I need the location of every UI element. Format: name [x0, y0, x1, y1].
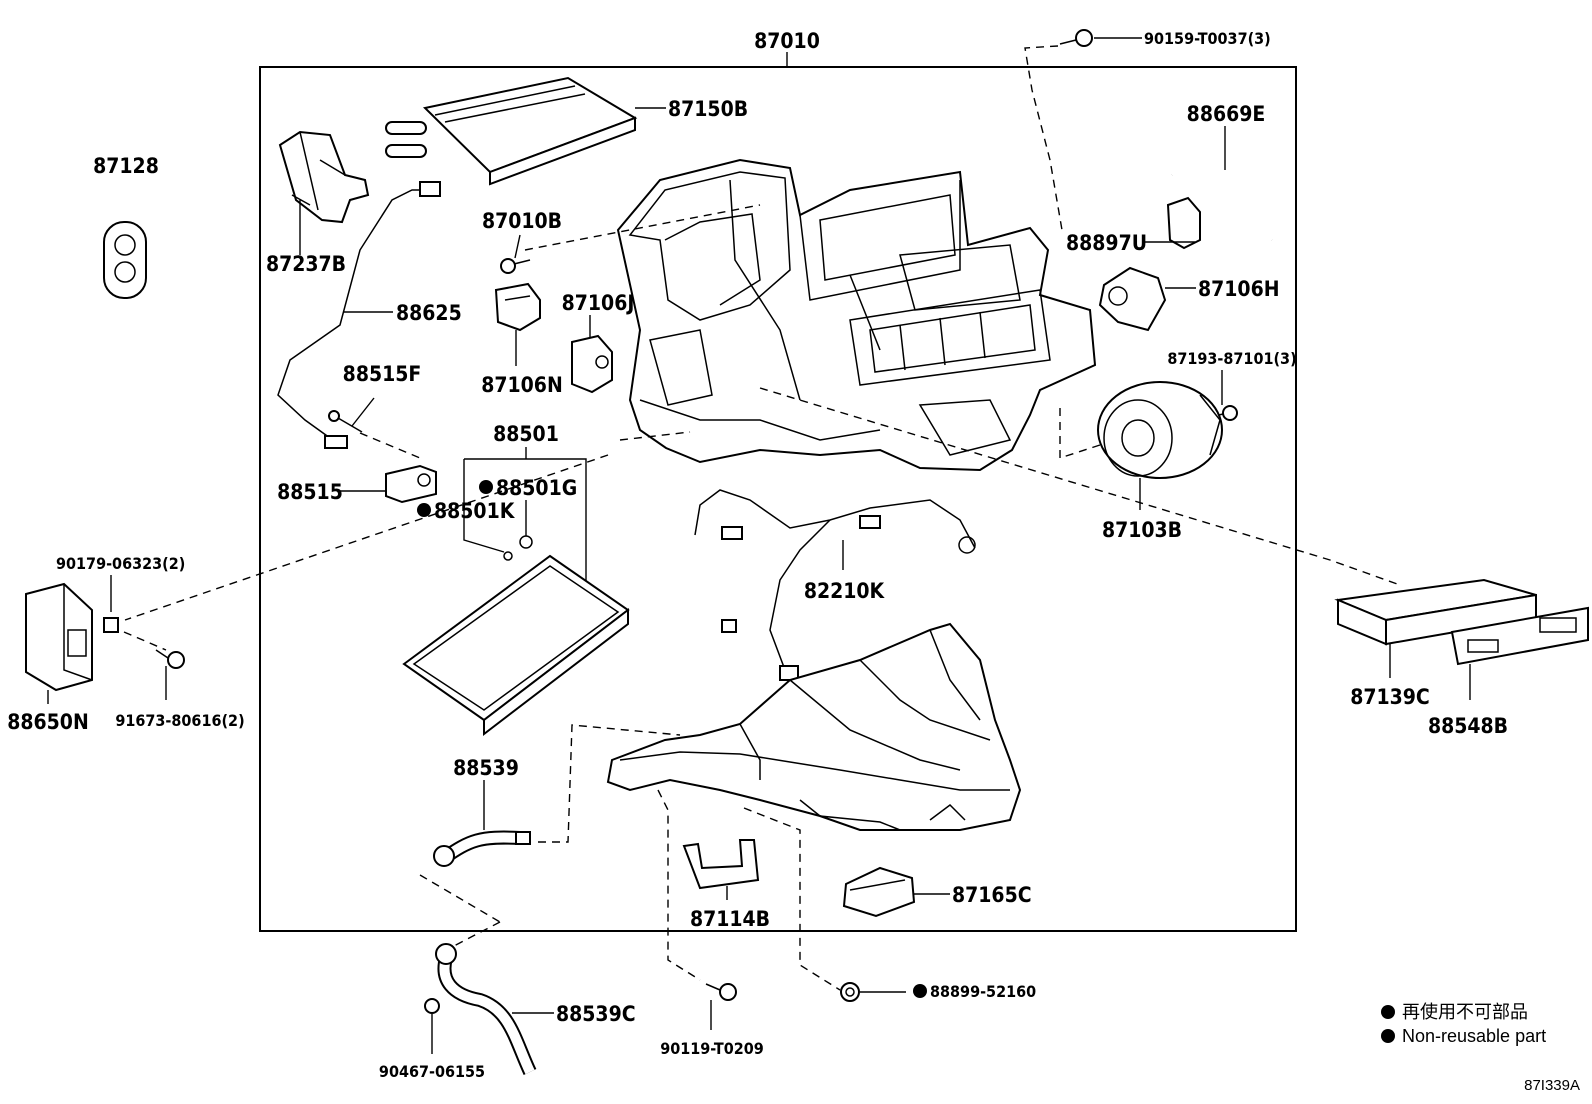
- label-82210K[interactable]: 82210K: [804, 579, 886, 603]
- label-88548B[interactable]: 88548B: [1428, 714, 1508, 738]
- label-91673[interactable]: 91673-80616(2): [115, 711, 244, 730]
- figure-reference: 87I339A: [1524, 1077, 1580, 1094]
- bolt-90119[interactable]: [705, 983, 737, 1001]
- expansion-valve-88515[interactable]: [385, 464, 437, 504]
- drain-pipe-88539[interactable]: [433, 830, 531, 867]
- module-88650N[interactable]: [25, 582, 93, 692]
- label-88539[interactable]: 88539: [453, 756, 519, 780]
- bracket-87237B[interactable]: [278, 130, 370, 224]
- assembly-frame: [259, 66, 1297, 932]
- label-88515F[interactable]: 88515F: [343, 362, 422, 386]
- bracket-87114B[interactable]: [682, 839, 760, 890]
- legend-jp: 再使用不可部品: [1402, 1002, 1528, 1022]
- filter-cover-88548B[interactable]: [1450, 606, 1589, 666]
- label-87139C[interactable]: 87139C: [1350, 685, 1430, 709]
- label-87106J[interactable]: 87106J: [562, 291, 635, 315]
- label-90159[interactable]: 90159-T0037(3): [1144, 29, 1271, 48]
- legend-en: Non-reusable part: [1402, 1026, 1546, 1046]
- screw-91673[interactable]: [155, 649, 185, 669]
- label-87103B[interactable]: 87103B: [1102, 518, 1182, 542]
- screw-90159[interactable]: [1059, 29, 1093, 47]
- hose-88669E[interactable]: [1169, 160, 1277, 243]
- nonreusable-dot-88899: [913, 984, 927, 998]
- legend-dot-jp: [1381, 1005, 1395, 1019]
- label-87150B[interactable]: 87150B: [668, 97, 748, 121]
- label-88539C[interactable]: 88539C: [556, 1002, 636, 1026]
- resistor-87165C[interactable]: [842, 866, 916, 918]
- label-87010[interactable]: 87010: [754, 29, 820, 53]
- label-87193[interactable]: 87193-87101(3): [1167, 349, 1296, 368]
- servo-87106J[interactable]: [571, 334, 613, 394]
- label-88650N[interactable]: 88650N: [7, 710, 89, 734]
- clip-90179[interactable]: [103, 617, 119, 633]
- label-87106N[interactable]: 87106N: [481, 373, 563, 397]
- label-90119[interactable]: 90119-T0209: [660, 1039, 764, 1058]
- label-87165C[interactable]: 87165C: [952, 883, 1032, 907]
- pipe-88539C[interactable]: [435, 943, 537, 1075]
- label-90179[interactable]: 90179-06323(2): [56, 554, 185, 573]
- sensor-wire-88625[interactable]: [277, 181, 441, 449]
- servo-87106N[interactable]: [494, 282, 541, 332]
- heater-core-87150B[interactable]: [385, 76, 638, 186]
- evaporator-88501[interactable]: [402, 554, 630, 737]
- hvac-case-upper[interactable]: [616, 158, 1097, 472]
- legend-dot-en: [1381, 1029, 1395, 1043]
- label-87106H[interactable]: 87106H: [1198, 277, 1280, 301]
- servo-87106H[interactable]: [1098, 266, 1167, 332]
- label-88515[interactable]: 88515: [277, 480, 343, 504]
- o-ring-88501G[interactable]: [519, 535, 533, 549]
- o-ring-88501K[interactable]: [503, 551, 513, 561]
- label-88669E[interactable]: 88669E: [1187, 102, 1266, 126]
- label-88501[interactable]: 88501: [493, 422, 559, 446]
- blower-motor-87103B[interactable]: [1097, 381, 1223, 479]
- label-87114B[interactable]: 87114B: [690, 907, 770, 931]
- bolt-88515F[interactable]: [328, 410, 363, 433]
- label-88501K[interactable]: 88501K: [434, 499, 516, 523]
- label-87237B[interactable]: 87237B: [266, 252, 346, 276]
- label-88899[interactable]: 88899-52160: [930, 982, 1036, 1001]
- wire-harness-82210K[interactable]: [694, 489, 976, 681]
- label-87128[interactable]: 87128: [93, 154, 159, 178]
- grommet-87128[interactable]: [103, 221, 147, 299]
- label-88897U[interactable]: 88897U: [1066, 231, 1147, 255]
- label-88625[interactable]: 88625: [396, 301, 462, 325]
- label-90467[interactable]: 90467-06155: [379, 1062, 485, 1081]
- clip-88897U[interactable]: [1166, 196, 1201, 250]
- nonreusable-dot-88501G: [479, 480, 493, 494]
- nut-88899[interactable]: [840, 982, 860, 1002]
- nonreusable-dot-88501K: [417, 503, 431, 517]
- hvac-case-lower[interactable]: [606, 622, 1022, 831]
- label-87010B[interactable]: 87010B: [482, 209, 562, 233]
- clamp-90467[interactable]: [424, 998, 440, 1014]
- screw-87010B[interactable]: [500, 258, 531, 274]
